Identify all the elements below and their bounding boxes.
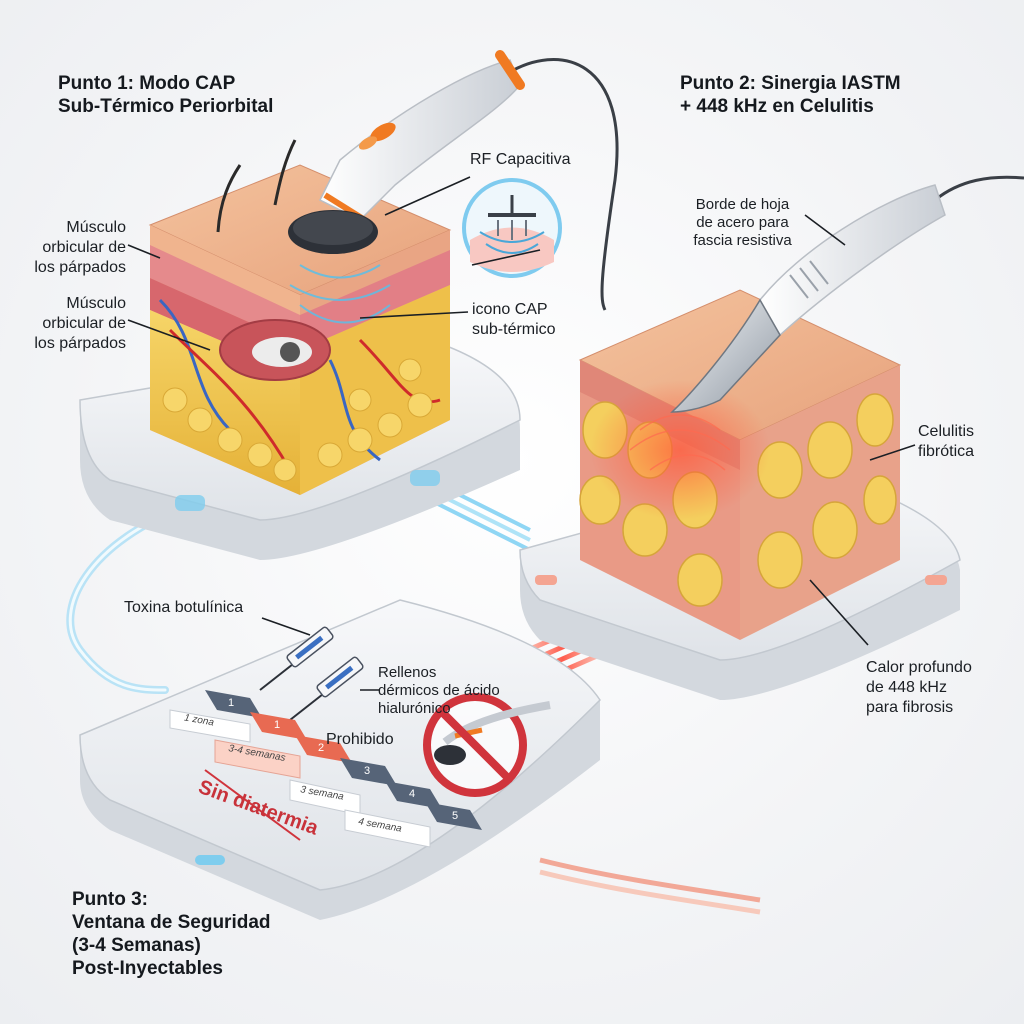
- cap-sub-thermal-icon: [462, 178, 562, 278]
- timeline-step-1b: 1: [274, 719, 281, 731]
- point-2-title: Punto 2: Sinergia IASTM + 448 kHz en Cel…: [680, 73, 901, 117]
- rf-capacitive-handpiece: [288, 50, 525, 254]
- leader-lines: [127, 176, 916, 691]
- label-orbicularis-muscle-2: Músculo orbicular de los párpados: [34, 295, 126, 352]
- iastm-steel-blade-handpiece: [670, 184, 946, 413]
- skin-cube-1: [148, 139, 452, 495]
- timeline-step-2: 2: [318, 742, 325, 754]
- label-botulinum-toxin: Toxina botulínica: [124, 599, 244, 616]
- timeline-step-4: 4: [409, 788, 416, 800]
- label-hyaluronic-fillers: Rellenos dérmicos de ácido hialurónico: [378, 664, 500, 717]
- timeline-step-3: 3: [364, 765, 371, 777]
- label-rf-capacitive: RF Capacitiva: [470, 151, 571, 168]
- timeline-step-1: 1: [228, 697, 235, 709]
- timeline-step-5: 5: [452, 810, 459, 822]
- label-fibrotic-cellulite: Celulitis fibrótica: [918, 423, 975, 460]
- safety-timeline: [169, 690, 482, 848]
- botulinum-syringe: [259, 626, 334, 691]
- hyaluronic-filler-syringe: [289, 656, 364, 721]
- label-steel-blade-edge: Borde de hoja de acero para fascia resis…: [693, 196, 792, 249]
- label-orbicularis-muscle-1: Músculo orbicular de los párpados: [34, 219, 126, 276]
- label-cap-sub-thermal-icon: icono CAP sub-térmico: [472, 301, 556, 338]
- prohibited-diathermy-sign: [423, 693, 551, 797]
- label-prohibited: Prohibido: [326, 731, 394, 748]
- point-1-title: Punto 1: Modo CAP Sub-Térmico Periorbita…: [58, 73, 274, 117]
- label-deep-heat-448khz: Calor profundo de 448 kHz para fibrosis: [866, 659, 972, 716]
- point-3-title: Punto 3: Ventana de Seguridad (3-4 Seman…: [72, 889, 271, 979]
